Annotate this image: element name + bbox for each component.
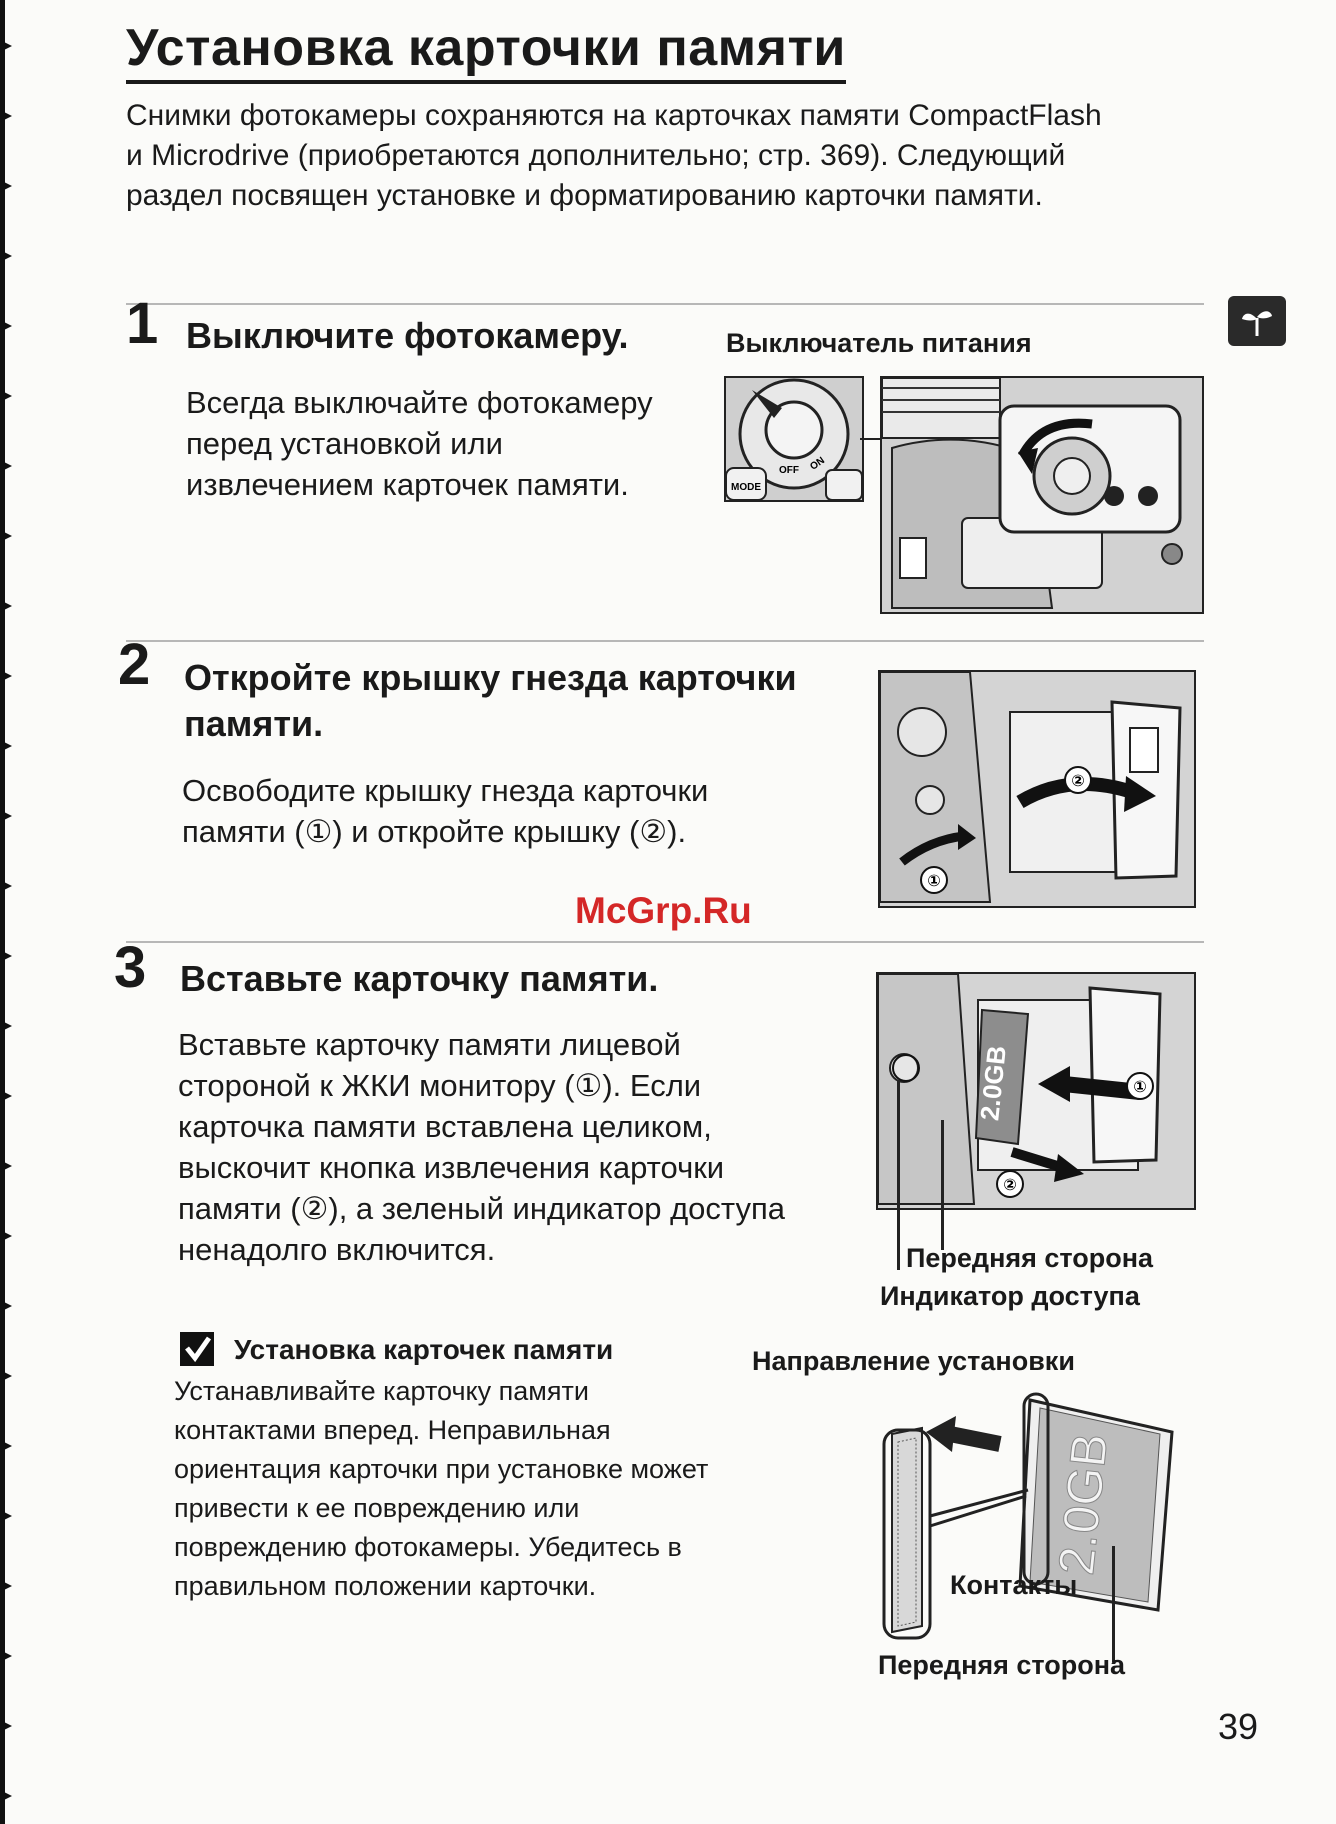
step-heading: Выключите фотокамеру.	[186, 315, 629, 356]
intro-paragraph: Снимки фотокамеры сохраняются на карточк…	[126, 99, 1102, 212]
callout-2: ②	[1003, 1175, 1017, 1194]
binding-edge	[0, 0, 12, 1824]
divider	[126, 640, 1204, 642]
step-body: Всегда выключайте фотокамеру перед устан…	[186, 385, 653, 502]
callout-2: ②	[1071, 771, 1085, 790]
leader-line	[941, 1120, 944, 1250]
card-insertion-photo: 2.0GB ① ②	[876, 972, 1196, 1210]
callout-1: ①	[927, 871, 941, 890]
step-number: 1	[126, 291, 159, 356]
callout-1: ①	[1133, 1077, 1147, 1096]
off-label: OFF	[779, 465, 799, 476]
access-indicator-caption: Индикатор доступа	[880, 1281, 1140, 1311]
contacts-label: Контакты	[950, 1570, 1078, 1600]
camera-top-photo	[880, 376, 1204, 614]
card-slot-cover-photo: ① ②	[878, 670, 1196, 908]
step-number: 3	[114, 935, 147, 1000]
note-title: Установка карточек памяти	[234, 1334, 614, 1365]
figure-caption: Выключатель питания	[726, 328, 1032, 358]
leader-line	[897, 1080, 900, 1270]
leader-line	[1112, 1546, 1115, 1662]
mode-label: MODE	[731, 482, 761, 493]
page-number: 39	[1218, 1706, 1259, 1747]
sprout-icon	[1242, 311, 1272, 336]
note-body: Устанавливайте карточку памяти контактам…	[174, 1376, 709, 1601]
watermark: McGrp.Ru	[575, 890, 752, 931]
page-title: Установка карточки памяти	[126, 18, 846, 84]
power-switch-closeup: MODE OFF ON	[724, 376, 864, 502]
step-body: Вставьте карточку памяти лицевой стороно…	[178, 1027, 785, 1267]
divider	[126, 941, 1204, 943]
step-body: Освободите крышку гнезда карточки памяти…	[182, 773, 709, 849]
step-heading: Вставьте карточку памяти.	[180, 958, 659, 999]
check-icon	[180, 1332, 214, 1366]
front-side-caption: Передняя сторона	[906, 1243, 1154, 1273]
step-heading: Откройте крышку гнезда карточки памяти.	[184, 657, 797, 744]
section-tab	[1228, 296, 1286, 346]
orientation-caption: Направление установки	[752, 1346, 1075, 1376]
step-number: 2	[118, 632, 151, 697]
orientation-diagram: 2.0GB	[882, 1392, 1174, 1640]
divider	[126, 303, 1204, 305]
front-side-label: Передняя сторона	[878, 1650, 1126, 1680]
